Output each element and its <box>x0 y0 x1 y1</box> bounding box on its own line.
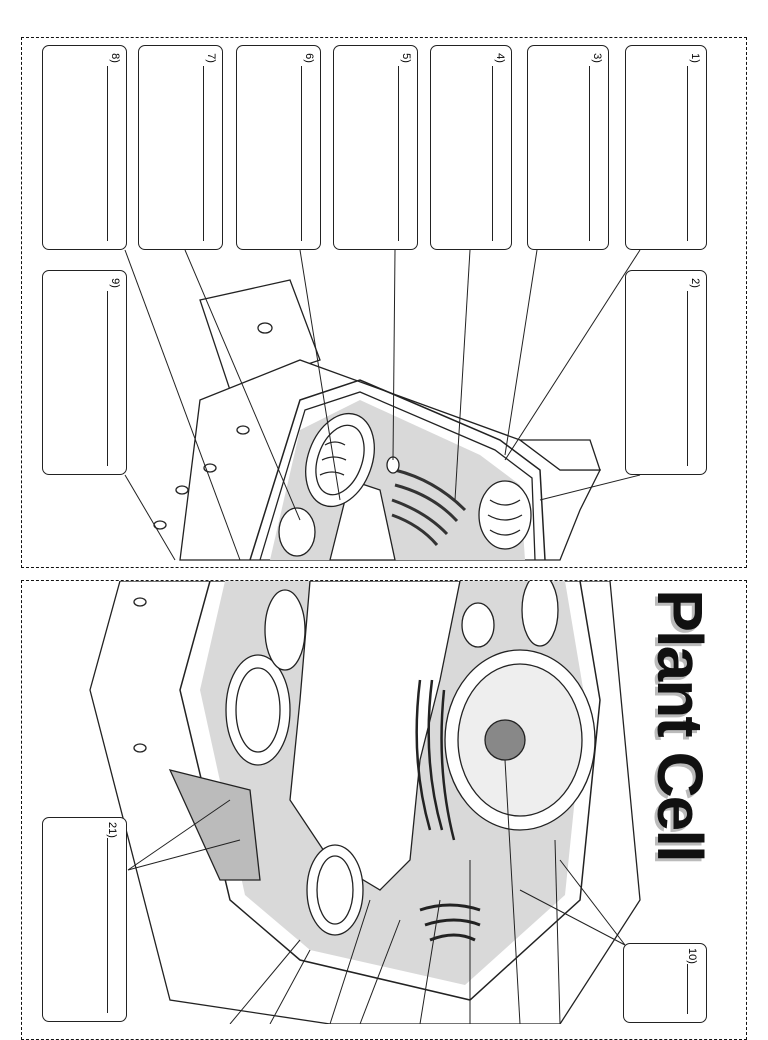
cell-top-half <box>153 279 602 561</box>
answer-line <box>687 291 688 466</box>
label-number: 1) <box>689 53 702 63</box>
peroxisome <box>278 507 316 557</box>
answer-line <box>301 66 302 241</box>
answer-line <box>492 66 493 241</box>
answer-line <box>107 66 108 241</box>
nucleolus <box>484 719 526 761</box>
leader-lines-top <box>124 249 641 561</box>
label-box-21[interactable]: 21) <box>42 817 127 1022</box>
cell-wall <box>249 379 546 561</box>
golgi-apparatus <box>391 468 467 546</box>
label-number: 4) <box>494 53 507 63</box>
answer-line <box>589 66 590 241</box>
peroxisome-lower <box>461 602 495 648</box>
answer-line <box>687 66 688 241</box>
pore <box>257 322 273 334</box>
label-box-4[interactable]: 4) <box>430 45 512 250</box>
label-number: 9) <box>109 278 122 288</box>
label-box-8[interactable]: 8) <box>42 45 127 250</box>
cell-wall-lower <box>179 581 601 1001</box>
neighbor-cell-block <box>199 279 321 391</box>
title-text: Plant Cell <box>644 589 716 861</box>
label-number: 8) <box>109 53 122 63</box>
central-vacuole-lower <box>289 581 461 891</box>
label-number: 21) <box>106 822 119 838</box>
label-box-3[interactable]: 3) <box>527 45 609 250</box>
label-box-2[interactable]: 2) <box>625 270 707 475</box>
mitochondrion-lower <box>264 589 306 671</box>
label-box-5[interactable]: 5) <box>333 45 418 250</box>
label-number: 10) <box>686 948 699 964</box>
label-number: 6) <box>303 53 316 63</box>
answer-line <box>687 964 688 1014</box>
label-number: 7) <box>205 53 218 63</box>
worksheet-title: Plant Cell <box>640 589 720 861</box>
endoplasmic-reticulum <box>415 679 456 841</box>
label-box-6[interactable]: 6) <box>236 45 321 250</box>
cell-bottom-half <box>89 581 641 1024</box>
answer-line <box>398 66 399 241</box>
label-number: 2) <box>689 278 702 288</box>
answer-line <box>107 291 108 466</box>
answer-line <box>107 838 108 1013</box>
label-number: 3) <box>591 53 604 63</box>
label-box-10[interactable]: 10) <box>623 943 707 1023</box>
mitochondrion <box>478 480 532 550</box>
label-number: 5) <box>400 53 413 63</box>
leader-lines-bottom <box>127 759 626 1024</box>
chloroplast <box>305 412 375 508</box>
answer-line <box>203 66 204 241</box>
label-box-9[interactable]: 9) <box>42 270 127 475</box>
label-box-7[interactable]: 7) <box>138 45 223 250</box>
label-box-1[interactable]: 1) <box>625 45 707 250</box>
top-worksheet-panel <box>21 37 747 568</box>
